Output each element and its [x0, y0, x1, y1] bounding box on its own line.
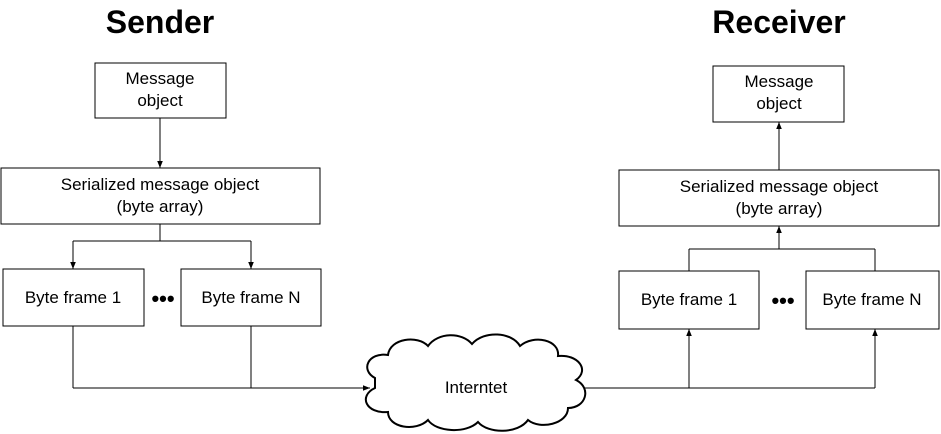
- sender-ellipsis: •••: [151, 286, 174, 311]
- receiver-serialized-label-1: Serialized message object: [680, 177, 879, 196]
- internet-label: Interntet: [445, 378, 508, 397]
- internet-to-receiver-connector: [584, 329, 878, 389]
- sender-serialized-box: Serialized message object (byte array): [0, 167, 321, 225]
- receiver-message-label-1: Message: [745, 72, 814, 91]
- sender-message-box: Message object: [94, 62, 227, 119]
- receiver-serialized-label-2: (byte array): [736, 199, 823, 218]
- sender-frame-n-label: Byte frame N: [201, 288, 300, 307]
- receiver-frame-1-box: Byte frame 1: [618, 270, 760, 330]
- sender-frame-n-box: Byte frame N: [180, 268, 322, 327]
- receiver-message-label-2: object: [756, 94, 802, 113]
- receiver-message-box: Message object: [712, 65, 845, 123]
- sender-to-internet-connector: [72, 326, 370, 391]
- sender-message-label-2: object: [137, 91, 183, 110]
- sender-message-label-1: Message: [126, 69, 195, 88]
- internet-cloud: Interntet: [364, 333, 587, 432]
- sender-serialized-label-2: (byte array): [117, 197, 204, 216]
- receiver-ellipsis: •••: [771, 288, 794, 313]
- sender-frame-1-box: Byte frame 1: [2, 268, 145, 327]
- receiver-frame-n-box: Byte frame N: [805, 270, 940, 330]
- receiver-title: Receiver: [712, 4, 845, 40]
- receiver-merge-connector: [688, 226, 876, 271]
- receiver-frame-1-label: Byte frame 1: [641, 290, 737, 309]
- sender-title: Sender: [106, 4, 214, 40]
- receiver-serialized-box: Serialized message object (byte array): [618, 169, 940, 227]
- sender-split-connector: [70, 224, 254, 269]
- receiver-frame-n-label: Byte frame N: [822, 290, 921, 309]
- sender-serialized-label-1: Serialized message object: [61, 175, 260, 194]
- sender-frame-1-label: Byte frame 1: [25, 288, 121, 307]
